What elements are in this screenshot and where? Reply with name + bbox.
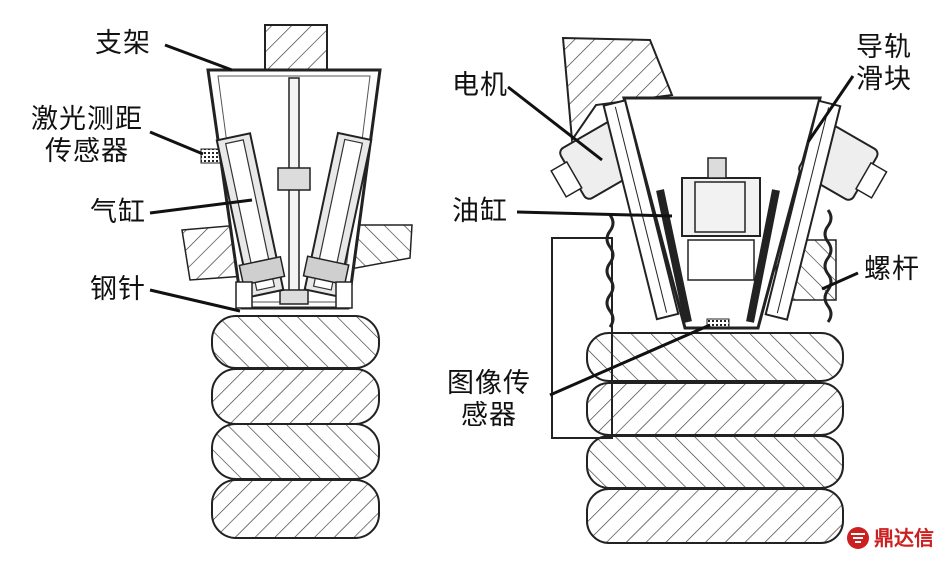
center-rod-clamp-top bbox=[277, 167, 311, 191]
label-hydraulic-cylinder: 油缸 bbox=[452, 196, 508, 227]
left-bale-3 bbox=[211, 423, 380, 480]
leader-bracket bbox=[164, 43, 233, 72]
screw-left bbox=[605, 214, 615, 328]
label-cylinder: 气缸 bbox=[90, 197, 146, 228]
label-motor: 电机 bbox=[452, 70, 508, 101]
right-bale-2 bbox=[586, 382, 844, 436]
guide-rail-right bbox=[764, 99, 842, 321]
label-guide-slider: 导轨 滑块 bbox=[856, 32, 912, 96]
right-bale-1 bbox=[586, 332, 844, 382]
label-image-sensor: 图像传 感器 bbox=[447, 368, 531, 432]
label-bracket: 支架 bbox=[95, 28, 151, 59]
center-block-top-nut bbox=[707, 157, 727, 179]
image-sensor bbox=[706, 318, 730, 328]
left-leader-lines bbox=[149, 43, 253, 313]
laser-sensor bbox=[200, 148, 222, 164]
screw-right bbox=[823, 209, 833, 323]
label-guide-line2: 滑块 bbox=[856, 64, 912, 95]
label-laser-sensor: 激光测距 传感器 bbox=[31, 104, 143, 168]
leader-hydraulic-cylinder bbox=[516, 210, 673, 218]
watermark-text: 鼎达信 bbox=[874, 526, 934, 550]
right-bale-3 bbox=[586, 435, 844, 489]
right-figure bbox=[507, 36, 888, 544]
left-figure bbox=[149, 24, 413, 539]
leader-motor bbox=[507, 85, 603, 162]
watermark: 鼎达信 bbox=[845, 526, 934, 550]
right-bale-stack bbox=[586, 332, 844, 544]
leader-guide-slider bbox=[806, 75, 855, 143]
hydraulic-cylinder-right bbox=[746, 189, 780, 323]
right-bale-4 bbox=[586, 488, 844, 544]
watermark-logo-icon bbox=[847, 527, 869, 549]
steel-needle-right bbox=[335, 281, 353, 309]
left-top-column bbox=[264, 24, 328, 71]
hydraulic-cylinder-left bbox=[656, 189, 692, 323]
label-laser-sensor-line1: 激光测距 bbox=[31, 104, 143, 135]
left-bale-stack bbox=[211, 315, 380, 539]
steel-needle-left bbox=[235, 281, 253, 309]
left-bale-4 bbox=[211, 479, 380, 539]
right-leader-lines bbox=[507, 75, 859, 397]
guide-rail-left bbox=[602, 99, 680, 321]
leader-screw bbox=[821, 271, 859, 291]
label-image-sensor-line1: 图像传 bbox=[447, 368, 531, 399]
center-rod-clamp-bottom bbox=[279, 289, 309, 305]
label-laser-sensor-line2: 传感器 bbox=[45, 136, 129, 167]
label-screw: 螺杆 bbox=[864, 254, 920, 285]
label-guide-line1: 导轨 bbox=[856, 32, 912, 63]
right-cylinder-assembly bbox=[302, 131, 373, 298]
left-bale-1 bbox=[211, 315, 380, 369]
leader-cylinder bbox=[149, 198, 253, 215]
left-cylinder-assembly bbox=[215, 132, 286, 299]
leader-image-sensor bbox=[549, 323, 711, 397]
leader-laser-sensor bbox=[149, 130, 204, 156]
label-steel-needle: 钢针 bbox=[90, 274, 146, 305]
center-block-base bbox=[687, 239, 755, 281]
left-bale-2 bbox=[211, 368, 380, 425]
leader-steel-needle bbox=[149, 288, 241, 313]
center-block bbox=[681, 177, 761, 237]
label-image-sensor-line2: 感器 bbox=[461, 400, 517, 431]
